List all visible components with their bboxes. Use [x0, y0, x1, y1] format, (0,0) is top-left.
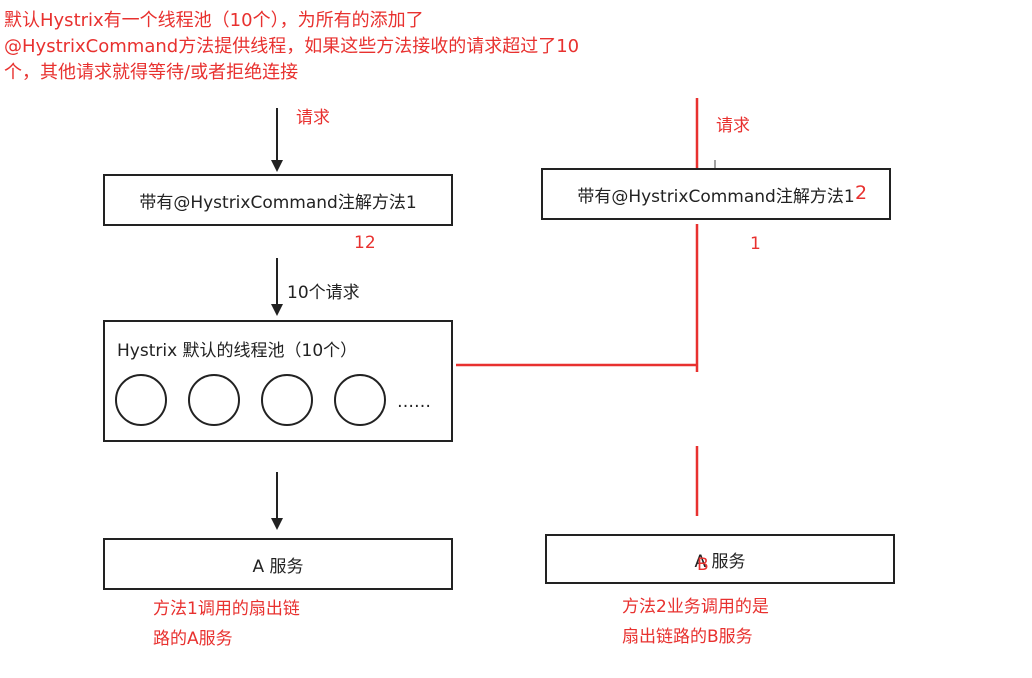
left-request-label: 请求: [296, 108, 330, 128]
right-count-1: 1: [750, 234, 761, 254]
intro-line-1: 默认Hystrix有一个线程池（10个），为所有的添加了: [4, 10, 424, 31]
pool-thread-circle-4: [334, 374, 386, 426]
left-service-box-label: A 服务: [252, 556, 304, 577]
intro-line-2: @HystrixCommand方法提供线程，如果这些方法接收的请求超过了10: [4, 36, 580, 57]
left-method-box: 带有@HystrixCommand注解方法1: [103, 174, 453, 226]
pool-thread-circle-1: [115, 374, 167, 426]
right-service-overwrite: B: [697, 555, 709, 575]
right-method-box-label: 带有@HystrixCommand注解方法1: [577, 186, 855, 207]
right-note-line-2: 扇出链路的B服务: [622, 627, 753, 647]
left-service-box: A 服务: [103, 538, 453, 590]
right-method-box: 带有@HystrixCommand注解方法1: [541, 168, 891, 220]
left-note-line-2: 路的A服务: [153, 629, 233, 649]
intro-annotation: 默认Hystrix有一个线程池（10个），为所有的添加了 @HystrixCom…: [4, 8, 704, 86]
left-note-line-1: 方法1调用的扇出链: [153, 599, 300, 619]
right-service-box-label: A 服务: [694, 551, 746, 572]
left-ten-requests-label: 10个请求: [287, 283, 360, 303]
left-service-arrow: [271, 472, 283, 530]
pool-title: Hystrix 默认的线程池（10个）: [117, 341, 358, 361]
right-note-line-1: 方法2业务调用的是: [622, 597, 769, 617]
pool-thread-circle-2: [188, 374, 240, 426]
left-count-12: 12: [354, 233, 376, 253]
left-thread-pool-box: Hystrix 默认的线程池（10个） ……: [103, 320, 453, 442]
pool-ellipsis: ……: [397, 392, 431, 412]
right-request-label: 请求: [716, 116, 750, 136]
left-request-arrow: [271, 108, 283, 172]
intro-line-3: 个，其他请求就得等待/或者拒绝连接: [4, 62, 299, 83]
left-ten-requests-arrow: [271, 258, 283, 316]
right-service-box: A 服务: [545, 534, 895, 584]
left-method-box-label: 带有@HystrixCommand注解方法1: [139, 192, 417, 213]
pool-thread-circle-3: [261, 374, 313, 426]
right-method-overwrite: 2: [855, 182, 868, 204]
